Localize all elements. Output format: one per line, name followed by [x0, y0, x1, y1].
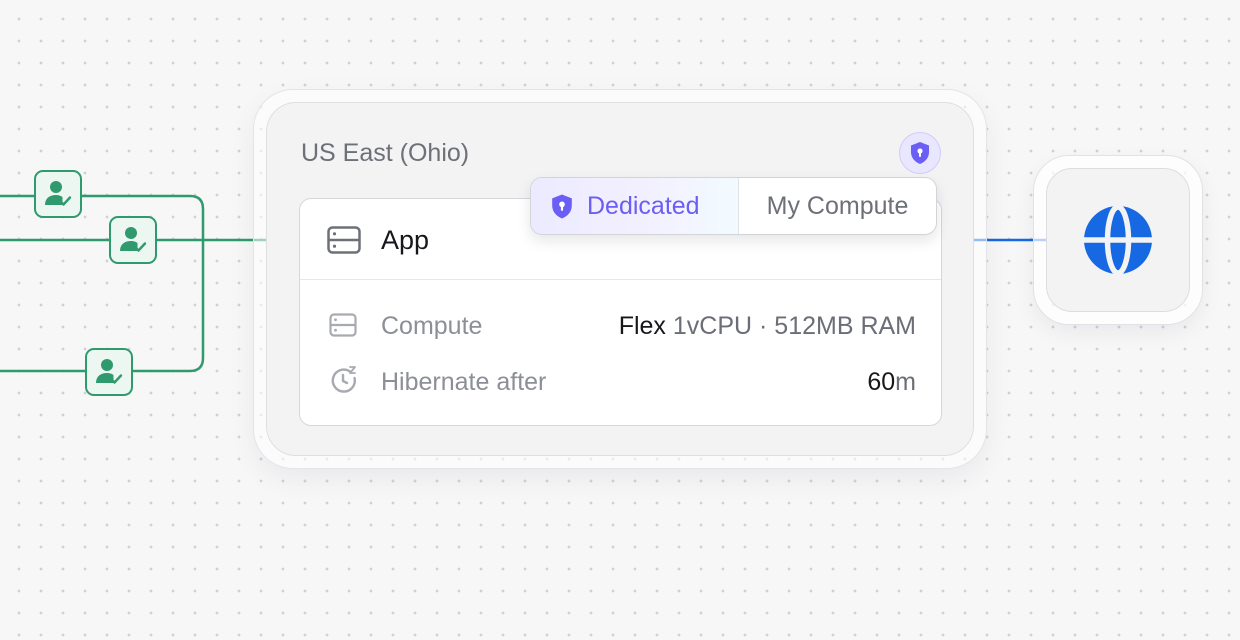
- shield-lock-icon: [552, 194, 572, 218]
- verified-user-icon: [45, 181, 72, 206]
- tenancy-option-my-compute[interactable]: My Compute: [739, 178, 936, 234]
- spec-row-compute: Compute Flex 1vCPU · 512MB RAM: [300, 307, 941, 347]
- tenancy-option-dedicated[interactable]: Dedicated: [531, 178, 739, 234]
- region-title: US East (Ohio): [301, 139, 470, 167]
- spec-value: 60m: [867, 365, 916, 399]
- user-wire-top: [0, 194, 205, 373]
- spec-value-detail: 1vCPU · 512MB RAM: [665, 312, 916, 340]
- user-node-1[interactable]: [34, 170, 82, 218]
- tenancy-compute-label: My Compute: [766, 191, 909, 220]
- spec-value-primary: 60: [867, 368, 896, 396]
- server-icon: [329, 313, 357, 337]
- tenancy-dedicated-label: Dedicated: [587, 191, 700, 220]
- sleep-timer-icon: [331, 366, 357, 393]
- spec-label: Compute: [381, 312, 483, 340]
- spec-row-hibernate: Hibernate after 60m: [300, 363, 941, 403]
- server-icon: [327, 226, 361, 254]
- user-node-3[interactable]: [85, 348, 133, 396]
- spec-value-detail: m: [895, 368, 916, 396]
- verified-user-icon: [120, 227, 147, 252]
- shield-lock-icon: [911, 142, 929, 164]
- region-security-badge[interactable]: [899, 132, 941, 174]
- verified-user-icon: [96, 359, 123, 384]
- internet-node[interactable]: [1046, 168, 1190, 312]
- spec-value: Flex 1vCPU · 512MB RAM: [619, 309, 916, 343]
- tenancy-toggle: Dedicated My Compute: [530, 177, 937, 235]
- globe-icon: [1083, 204, 1153, 276]
- spec-label: Hibernate after: [381, 368, 547, 396]
- user-node-2[interactable]: [109, 216, 157, 264]
- app-card-header: App: [300, 199, 941, 280]
- app-service-card[interactable]: App Compute Flex 1vCPU · 512MB RAM Hiber…: [299, 198, 942, 426]
- spec-value-primary: Flex: [618, 312, 666, 340]
- app-name: App: [381, 225, 430, 255]
